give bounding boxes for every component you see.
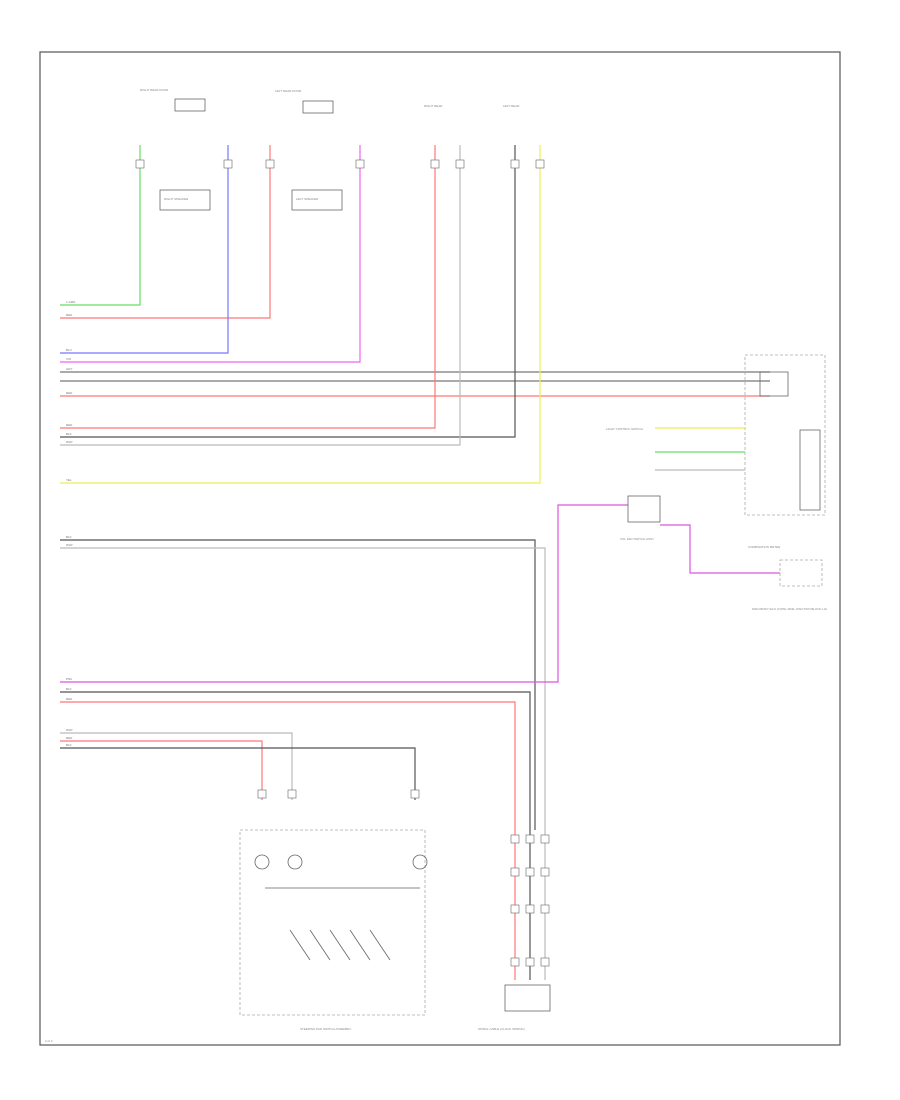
spiral-cable-component: SPIRAL CABLE (CLOCK SPRING)	[478, 984, 551, 1031]
rear-door-rh-label: RIGHT REAR DOOR	[140, 88, 169, 92]
diagram-frame	[39, 51, 841, 1046]
door-lh-label: LEFT REAR	[503, 104, 520, 108]
tag-magenta: PNK	[66, 677, 72, 681]
tag-gray-1: GRY	[66, 367, 72, 371]
tag-blue: BLU	[66, 348, 72, 352]
tag-red-3: RED	[66, 423, 73, 427]
steering-switch-label: STEERING PAD SWITCH ASSEMBLY	[300, 1027, 351, 1031]
wire-white-1	[60, 145, 461, 446]
speaker-rh-label: RIGHT SPEAKER	[164, 197, 189, 201]
wire-red-1	[60, 145, 271, 319]
tag-red-5: RED	[66, 736, 73, 740]
wire-green	[60, 145, 141, 306]
connector-markers	[135, 159, 550, 967]
wire-black-3	[60, 691, 531, 830]
tag-black-4: BLK	[66, 743, 72, 747]
door-rh-label: RIGHT REAR	[424, 104, 443, 108]
wire-red-5	[60, 740, 263, 800]
wire-red-3	[60, 145, 436, 429]
rear-door-rh-component: RIGHT REAR DOOR	[140, 88, 206, 112]
right-lower-component: MAIN BODY ECU (COWL SIDE JUNCTION BLOCK …	[752, 559, 827, 611]
wire-yellow	[60, 145, 541, 484]
tag-black-2: BLK	[66, 535, 72, 539]
spiral-cable-label: SPIRAL CABLE (CLOCK SPRING)	[478, 1027, 525, 1031]
pad-switch-component: VOL PAD SWITCH ASSY	[620, 495, 661, 541]
wire-black-4	[60, 747, 416, 800]
speaker-rh: RIGHT SPEAKER	[159, 189, 211, 211]
wire-magenta-2	[660, 524, 780, 574]
body-ecu-label: MAIN BODY ECU (COWL SIDE JUNCTION BLOCK …	[752, 607, 827, 611]
body-ecu-block: COMBINATION METER	[744, 354, 826, 549]
wire-black-1	[60, 145, 516, 438]
wire-magenta-1	[60, 504, 628, 683]
tag-black-3: BLK	[66, 687, 72, 691]
rear-door-lh-component: LEFT REAR DOOR	[275, 89, 334, 114]
tag-violet: VIO	[66, 357, 72, 361]
tag-yellow: YEL	[66, 478, 72, 482]
tag-red-1: RED	[66, 313, 73, 317]
rear-door-lh-label: LEFT REAR DOOR	[275, 89, 302, 93]
wire-white-3	[60, 732, 293, 800]
wire-tags: L-GRN RED BLU VIO GRY RED RED BLK WHT YE…	[66, 300, 75, 747]
tag-white-2: WHT	[66, 543, 73, 547]
wire-white-2	[60, 547, 546, 830]
tag-white-3: WHT	[66, 728, 73, 732]
wire-black-2	[60, 539, 536, 830]
light-sensor-component: LIGHT CONTROL SWITCH	[606, 427, 745, 471]
tag-red-2: RED	[66, 391, 73, 395]
speaker-lh: LEFT SPEAKER	[291, 189, 343, 211]
pad-switch-label: VOL PAD SWITCH ASSY	[620, 537, 654, 541]
tag-black-1: BLK	[66, 432, 72, 436]
wire-blue	[60, 145, 229, 354]
tag-red-4: RED	[66, 697, 73, 701]
speaker-lh-label: LEFT SPEAKER	[296, 197, 319, 201]
door-rh-component: RIGHT REAR	[424, 104, 443, 108]
combination-meter-label: COMBINATION METER	[748, 545, 781, 549]
wire-violet	[60, 145, 361, 363]
steering-switch-component: STEERING PAD SWITCH ASSEMBLY	[239, 829, 428, 1031]
tag-green: L-GRN	[66, 300, 75, 304]
page-number: 2 of 2	[45, 1039, 53, 1043]
light-sensor-label: LIGHT CONTROL SWITCH	[606, 427, 643, 431]
wire-red-4	[60, 701, 516, 980]
door-lh-component: LEFT REAR	[503, 104, 520, 108]
tag-white-1: WHT	[66, 440, 73, 444]
